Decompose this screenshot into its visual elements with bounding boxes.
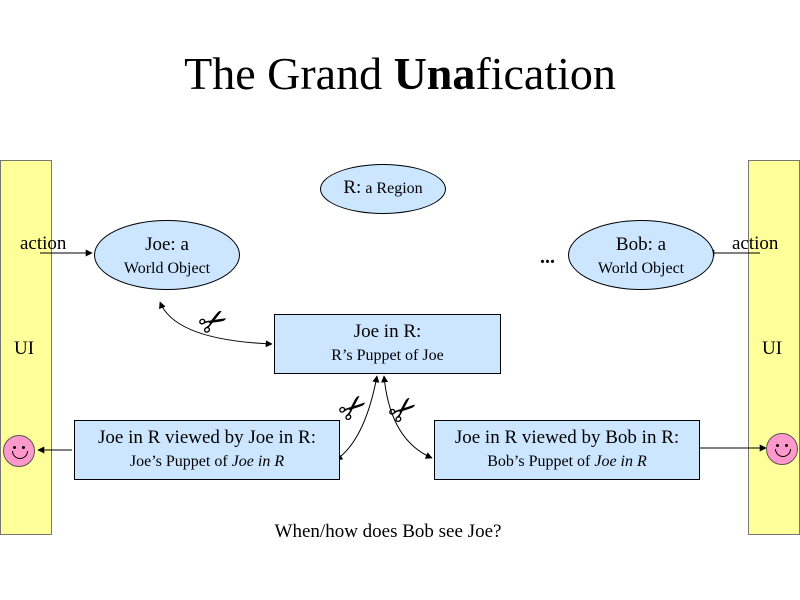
left-ui-label: UI [14,338,35,359]
bob-view-line1: Joe in R viewed by Bob in R: [454,427,680,448]
title-part-1: The [184,48,268,99]
bob-world-object-node: Bob: a World Object [568,220,714,290]
bob-view-line2-plain: Bob’s Puppet of [487,453,595,470]
region-node: R: a Region [320,164,446,214]
more-objects-ellipsis: ... [540,246,555,268]
right-ui-label: UI [762,338,783,359]
title-part-bold: Una [393,48,476,99]
bob-view-node: Joe in R viewed by Bob in R: Bob’s Puppe… [434,420,700,480]
title-part-2: Grand [267,48,394,99]
left-action-label: action [20,233,67,254]
joe-in-r-line2: R’s Puppet of Joe [331,347,444,364]
joe-object-line2: World Object [123,260,211,277]
joe-in-r-node: Joe in R: R’s Puppet of Joe [274,314,501,374]
joe-view-line1: Joe in R viewed by Joe in R: [98,427,316,448]
bob-object-line1: Bob: a [615,234,667,255]
joe-view-line2-italic: Joe in R [231,453,285,470]
joe-in-r-to-bob-view-arrow [381,375,433,459]
title-part-4: fication [475,48,616,99]
diagram-title: The Grand Unafication [0,44,800,104]
right-ui-bar [748,160,800,535]
joe-to-joe-in-r-arrow [159,301,273,348]
bob-object-line2: World Object [597,260,685,277]
question-caption: When/how does Bob see Joe? [274,521,502,542]
right-smiley-face-icon [766,433,798,465]
joe-in-r-to-joe-view-arrow [335,375,380,461]
joe-object-line1: Joe: a [145,234,189,255]
joe-view-line2-plain: Joe’s Puppet of [129,453,232,470]
joe-world-object-node: Joe: a World Object [94,220,240,290]
region-desc: a Region [365,180,423,197]
joe-view-node: Joe in R viewed by Joe in R: Joe’s Puppe… [74,420,340,480]
joe-in-r-line1: Joe in R: [353,321,422,342]
left-ui-bar [0,160,52,535]
bob-view-line2-italic: Joe in R [594,453,647,470]
region-name: R: [343,177,362,198]
right-action-label: action [732,233,779,254]
left-smiley-face-icon [3,435,35,467]
